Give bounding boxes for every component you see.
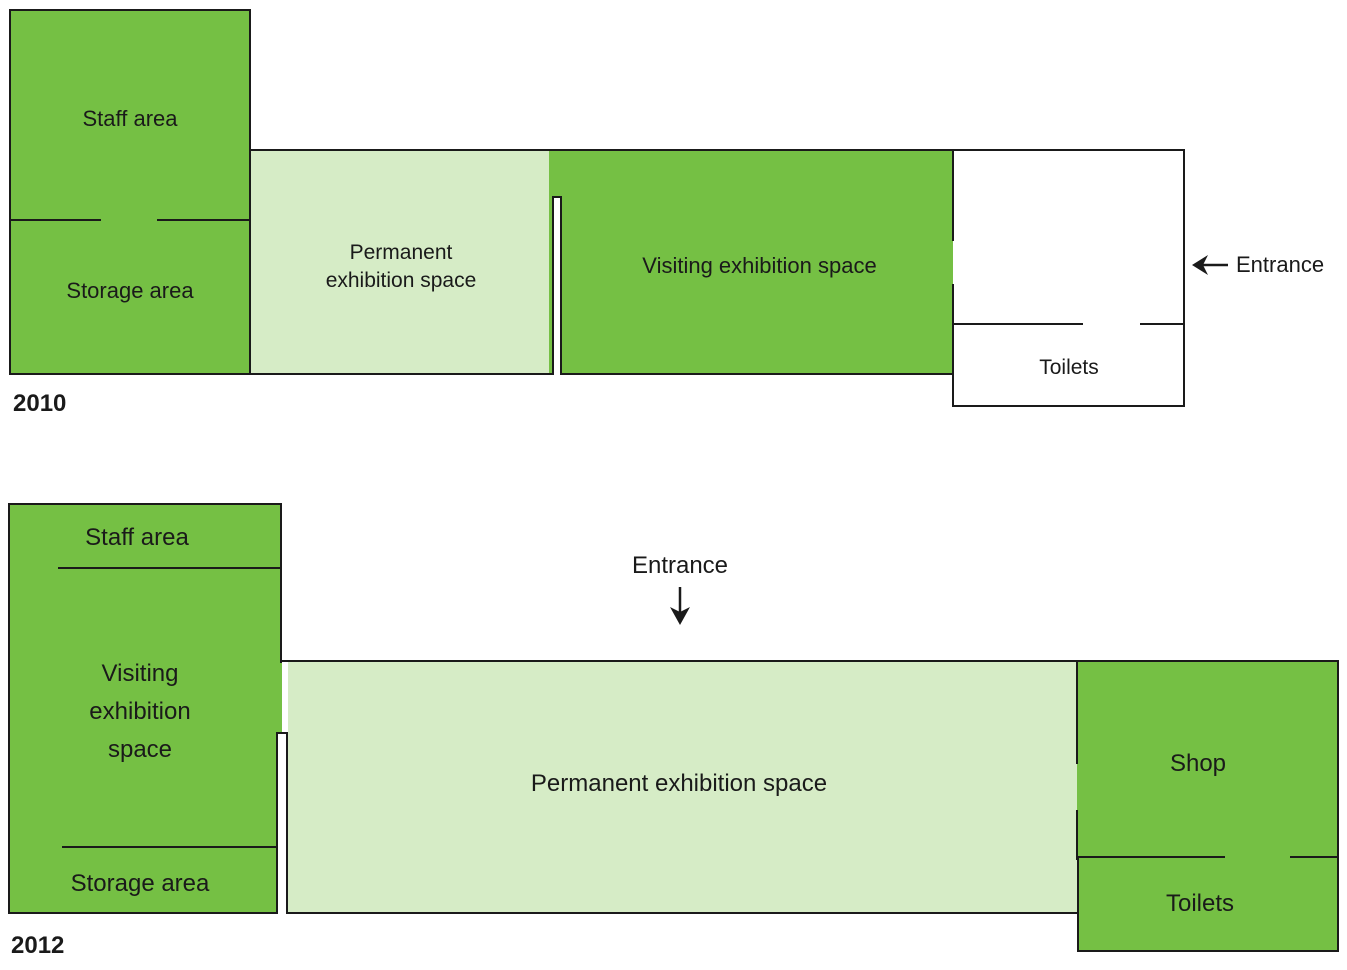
staff-area-label-2012: Staff area [85, 524, 189, 551]
year-label-2012: 2012 [11, 932, 65, 959]
permanent-exhibition-label-2010: Permanent exhibition space [325, 241, 477, 292]
partition-wall-2012 [276, 732, 288, 914]
shop-toilets-wall-left [1077, 856, 1225, 858]
shop-left-wall-top [1076, 660, 1078, 764]
entrance-arrow-2010 [1192, 255, 1228, 275]
year-label-2010: 2010 [13, 390, 67, 417]
floor-plan-2010: Staff area Storage area Permanent exhibi… [0, 0, 1347, 450]
staff-storage-wall-right [157, 219, 251, 221]
lobby-left-wall-bottom [952, 284, 954, 407]
toilets-wall-left [953, 323, 1083, 325]
staff-storage-wall-left [9, 219, 101, 221]
staff-divider-2012 [58, 567, 280, 569]
entrance-lobby-2010 [953, 149, 1185, 407]
partition-wall-2010 [552, 196, 562, 375]
permanent-exhibition-label-2012: Permanent exhibition space [530, 770, 828, 797]
permanent-top-wall-connector [280, 660, 290, 662]
toilets-label-2012: Toilets [1165, 890, 1235, 917]
left-block-2012 [8, 503, 282, 914]
shop-left-wall-bottom [1076, 810, 1078, 860]
left-block-right-wall [280, 503, 282, 663]
storage-divider-2012 [62, 846, 276, 848]
staff-area-label-2010: Staff area [82, 106, 178, 131]
visiting-exhibition-label-2012: Visiting exhibition space [89, 660, 191, 763]
storage-area-label-2012: Storage area [70, 870, 210, 897]
toilets-wall-right [1140, 323, 1185, 325]
shop-toilets-wall-right [1290, 856, 1339, 858]
staff-area-room-2010 [9, 9, 251, 221]
entrance-label-2010: Entrance [1236, 252, 1325, 277]
permanent-exhibition-room-2010 [251, 149, 549, 375]
storage-area-room-2010 [9, 221, 251, 375]
toilets-label-2010: Toilets [1039, 356, 1099, 379]
lobby-left-wall-top [952, 149, 954, 241]
floor-plan-2012: Staff area Visiting exhibition space Sto… [0, 490, 1347, 970]
entrance-arrow-2012 [670, 587, 690, 625]
visiting-exhibition-room-2010 [549, 149, 953, 375]
storage-area-label-2010: Storage area [66, 278, 194, 303]
permanent-exhibition-room-2012 [288, 660, 1077, 914]
shop-room-2012 [1077, 660, 1339, 858]
shop-label-2012: Shop [1169, 750, 1227, 777]
toilets-room-2012 [1077, 858, 1339, 952]
entrance-label-2012: Entrance [631, 552, 729, 579]
visiting-exhibition-label-2010: Visiting exhibition space [642, 253, 877, 278]
